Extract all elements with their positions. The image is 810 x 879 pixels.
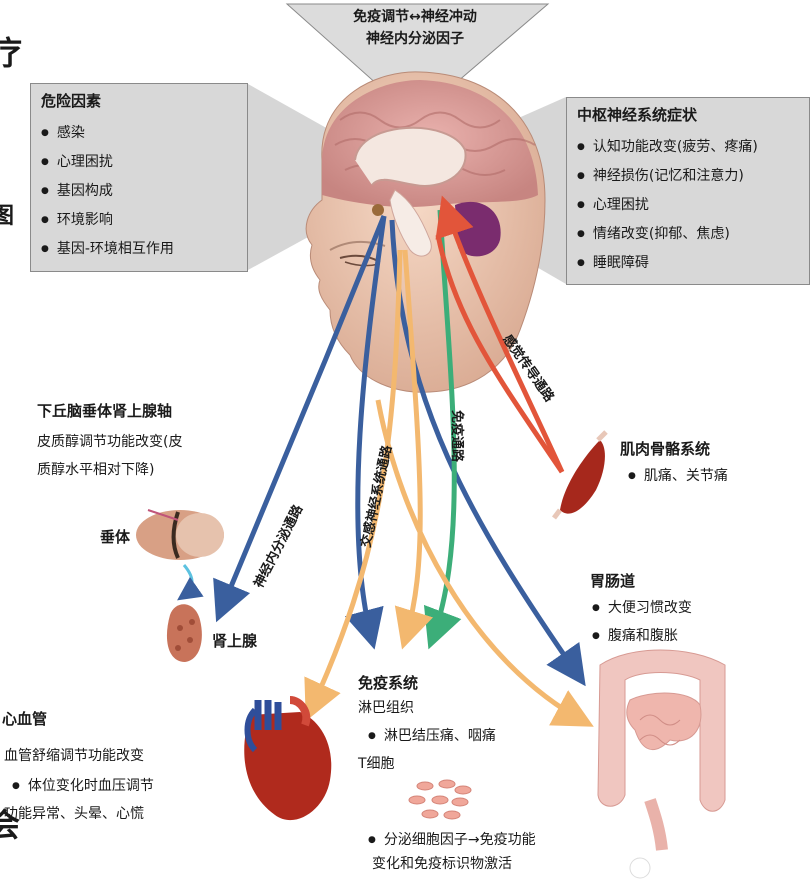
watermark-mark [630, 858, 650, 878]
adrenal-illustration [167, 604, 202, 662]
hpa-line-1: 皮质醇调节功能改变(皮 [37, 428, 182, 456]
cns-item: 神经损伤(记忆和注意力) [577, 162, 799, 191]
top-callout: 免疫调节↔神经冲动 神经内分泌因子 [300, 6, 530, 50]
risk-item: 基因构成 [41, 177, 237, 206]
intestine-illustration [598, 650, 725, 850]
risk-item: 基因-环境相互作用 [41, 235, 237, 264]
cns-item: 认知功能改变(疲劳、疼痛) [577, 133, 799, 162]
risk-factors-panel: 危险因素 感染 心理困扰 基因构成 环境影响 基因-环境相互作用 [30, 83, 248, 272]
muscle-illustration [554, 432, 606, 518]
musculo-title: 肌肉骨骼系统 [620, 438, 710, 459]
adrenal-label: 肾上腺 [212, 630, 257, 651]
cns-item: 情绪改变(抑郁、焦虑) [577, 220, 799, 249]
lymph-label: 淋巴组织 [358, 694, 414, 722]
risk-item: 感染 [41, 119, 237, 148]
tcell-label: T细胞 [358, 750, 395, 778]
lymph-item: 淋巴结压痛、咽痛 [368, 722, 496, 750]
pituitary-adrenal-arrow [182, 565, 192, 597]
risk-item: 心理困扰 [41, 148, 237, 177]
cns-title: 中枢神经系统症状 [577, 104, 799, 125]
cardio-line-2: 体位变化时血压调节 [12, 772, 154, 800]
pituitary-label: 垂体 [100, 526, 130, 547]
cardio-line-1: 血管舒缩调节功能改变 [4, 742, 144, 770]
edge-char-mid: 图 [0, 198, 14, 230]
immune-pathway-label: 免疫通路 [449, 410, 468, 462]
cardio-line-3: 功能异常、头晕、心慌 [4, 800, 144, 828]
edge-char-top: 疗 [0, 28, 22, 74]
cns-item: 心理困扰 [577, 191, 799, 220]
heart-illustration [244, 700, 331, 820]
cardio-title: 心血管 [2, 708, 47, 729]
cytokine-line-2: 变化和免疫标识物激活 [372, 850, 512, 878]
cns-symptoms-panel: 中枢神经系统症状 认知功能改变(疲劳、疼痛) 神经损伤(记忆和注意力) 心理困扰… [566, 97, 810, 285]
risk-item: 环境影响 [41, 206, 237, 235]
pituitary-illustration [136, 510, 224, 560]
edge-char-bottom: 会 [0, 800, 20, 846]
gi-title: 胃肠道 [590, 570, 635, 591]
hpa-line-2: 质醇水平相对下降) [37, 456, 154, 484]
immune-title: 免疫系统 [358, 672, 418, 693]
gi-item: 大便习惯改变 [592, 594, 692, 622]
musculo-item: 肌痛、关节痛 [628, 462, 728, 490]
risk-factors-title: 危险因素 [41, 90, 237, 111]
top-line-1: 免疫调节↔神经冲动 [300, 6, 530, 28]
hpa-title: 下丘脑垂体肾上腺轴 [37, 400, 172, 421]
t-cells-illustration [409, 780, 471, 819]
top-line-2: 神经内分泌因子 [300, 28, 530, 50]
cns-item: 睡眠障碍 [577, 249, 799, 278]
gi-item: 腹痛和腹胀 [592, 622, 678, 650]
